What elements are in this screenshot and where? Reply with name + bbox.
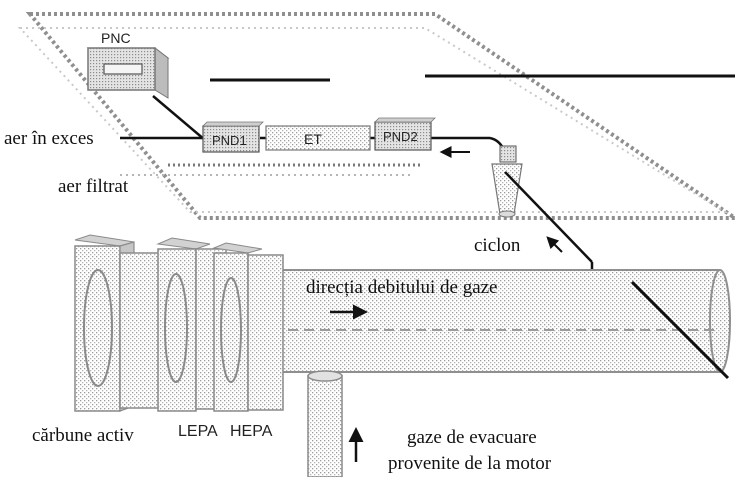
et-block: ET [265, 125, 371, 151]
cyclone-flow-arrow [546, 236, 563, 253]
exhaust-label-line1: gaze de evacuare [407, 427, 537, 448]
exhaust-label-line2: provenite de la motor [388, 453, 552, 474]
engine-exhaust-pipe [307, 370, 343, 477]
pnd2-label: PND2 [383, 129, 418, 144]
lepa-label: LEPA [178, 423, 218, 440]
activated-carbon-filter [74, 234, 171, 412]
hepa-filter [212, 242, 284, 412]
cyclone-label: ciclon [474, 235, 521, 256]
cyclone [491, 145, 523, 218]
pnc-connection-line [152, 95, 206, 141]
excess-air-label: aer în exces [4, 128, 94, 149]
pnd1-label: PND1 [212, 133, 247, 148]
pnc-label: PNC [101, 30, 131, 46]
measurement-platform [17, 12, 735, 220]
hepa-label: HEPA [230, 423, 273, 440]
et-label: ET [304, 131, 322, 147]
pnd2-block: PND2 [374, 117, 436, 151]
filtered-air-label: aer filtrat [58, 176, 129, 197]
activated-carbon-label: cărbune activ [32, 425, 134, 446]
flow-direction-label: direcția debitului de gaze [306, 277, 498, 298]
pnd1-block: PND1 [202, 121, 264, 153]
pipe-diagonal-line [630, 280, 730, 380]
pnc-instrument: PNC [86, 30, 170, 99]
cyclone-diagonal-line [504, 171, 593, 263]
